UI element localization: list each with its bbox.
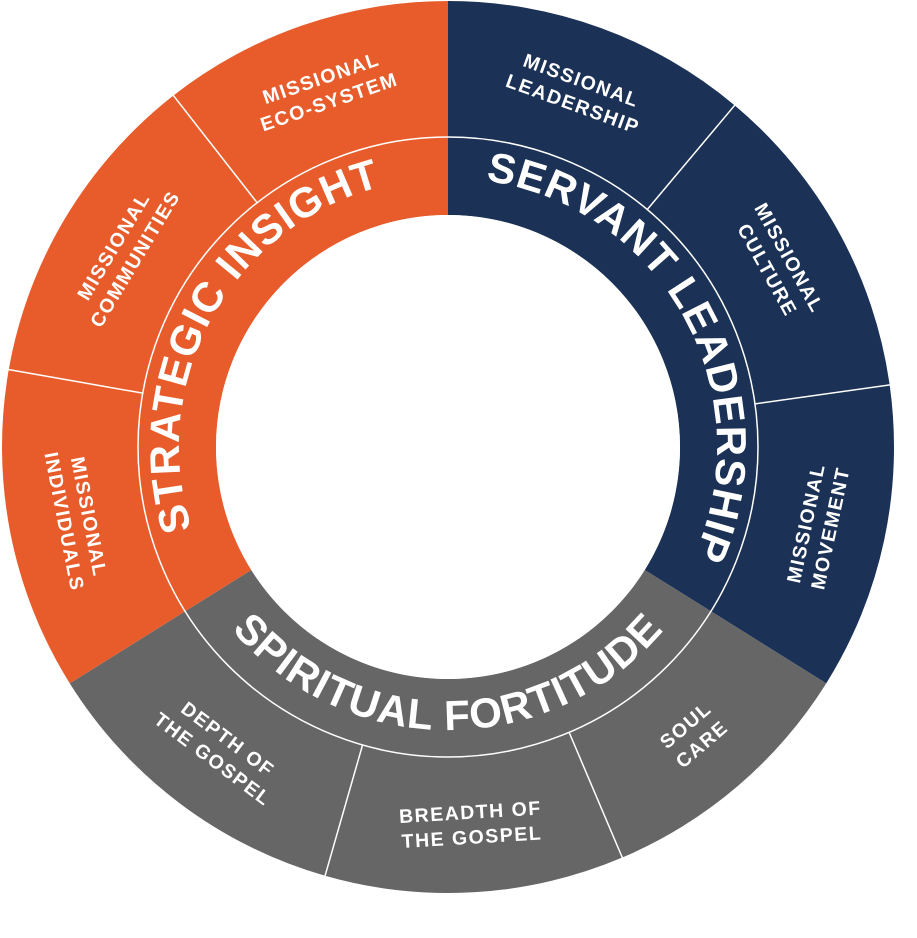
inner-segment-strategic <box>138 137 449 612</box>
inner-ring <box>138 137 758 757</box>
outer-segment-missional-culture <box>647 105 890 404</box>
inner-segment-spiritual <box>185 569 711 757</box>
outer-divider <box>568 732 624 860</box>
outer-segment-soul-care <box>569 611 827 858</box>
outer-segment-missional-eco-system <box>173 1 448 203</box>
inner-segment-servant <box>448 137 758 612</box>
outer-ring <box>2 1 894 894</box>
ring-divider <box>137 136 759 758</box>
outer-segment-missional-individuals <box>2 369 186 684</box>
center-circle <box>216 215 680 679</box>
outer-segment-breadth-of-the-gospel <box>325 732 623 894</box>
outer-segment-missional-leadership <box>448 1 735 210</box>
outer-divider <box>646 103 737 211</box>
segment-dividers <box>6 93 892 878</box>
outer-divider <box>323 744 364 878</box>
outer-divider <box>171 93 258 204</box>
outer-segment-missional-communities <box>8 95 258 394</box>
outer-divider <box>6 368 143 394</box>
outer-divider <box>754 383 892 405</box>
outer-segment-depth-of-the-gospel <box>69 611 363 876</box>
outer-segment-missional-movement <box>710 384 894 684</box>
